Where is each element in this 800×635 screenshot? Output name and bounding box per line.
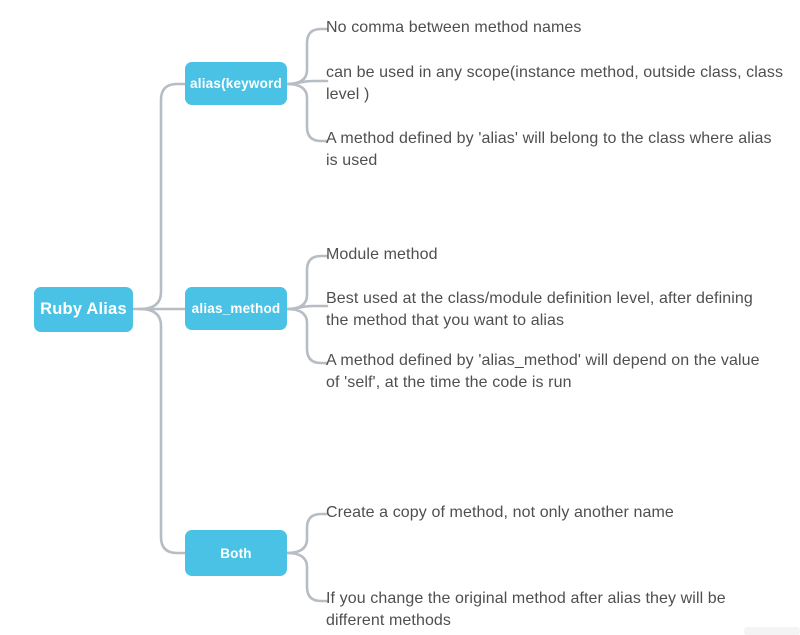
leaf-branch3-different-methods[interactable]: If you change the original method after … (326, 590, 726, 629)
root-node-label: Ruby Alias (40, 300, 127, 318)
branch-node-label: alias(keyword (190, 76, 282, 91)
leaf-branch1-no-comma[interactable]: No comma between method names (326, 19, 582, 36)
branch-node-alias-keyword[interactable]: alias(keyword (185, 62, 287, 105)
leaf-branch1-belong-to-class[interactable]: A method defined by 'alias' will belong … (326, 130, 772, 169)
leaf-branch1-any-scope[interactable]: can be used in any scope(instance method… (326, 64, 784, 103)
leaf-branch2-depends-on-self[interactable]: A method defined by 'alias_method' will … (326, 352, 760, 391)
branch-node-both[interactable]: Both (185, 530, 287, 576)
connector-root-branch3 (138, 307, 187, 555)
root-node-ruby-alias[interactable]: Ruby Alias (34, 287, 133, 332)
leaf-branch2-best-used[interactable]: Best used at the class/module definition… (326, 290, 753, 329)
branch-node-label: alias_method (191, 301, 281, 316)
branch-node-alias-method[interactable]: alias_method (185, 287, 287, 330)
connector-branch3-leaf1 (285, 512, 329, 555)
connector-root-branch1 (138, 82, 187, 311)
watermark-fragment (744, 627, 800, 635)
connector-branch2-leaf1 (285, 254, 329, 311)
leaf-branch3-copy-of-method[interactable]: Create a copy of method, not only anothe… (326, 504, 674, 521)
connector-branch1-leaf3 (285, 82, 329, 143)
leaf-branch2-module-method[interactable]: Module method (326, 246, 438, 263)
connector-branch3-leaf2 (285, 551, 329, 603)
connector-branch1-leaf1 (285, 27, 329, 86)
branch-node-label: Both (220, 545, 252, 561)
connector-branch2-leaf3 (285, 307, 329, 365)
